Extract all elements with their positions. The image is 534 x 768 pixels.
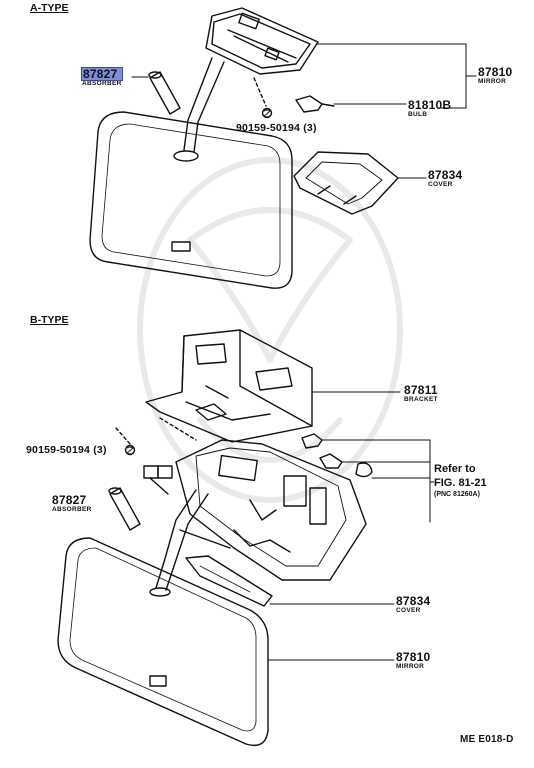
section-title-b-type: B-TYPE [30, 314, 69, 326]
b-refer-pnc: (PNC 81260A) [434, 491, 480, 498]
a-mirror-part-name: MIRROR [478, 78, 507, 85]
b-rearview-mirror [57, 537, 269, 747]
a-bulb-part [295, 95, 335, 113]
a-mirror-part-number[interactable]: 87810 [478, 65, 513, 79]
a-cover-part [293, 151, 399, 215]
a-cover-part-number[interactable]: 87834 [428, 168, 463, 182]
a-mirror-callout[interactable]: 87810 MIRROR [478, 66, 512, 86]
b-mirror-part-name: MIRROR [396, 663, 425, 670]
a-screw-part-number[interactable]: 90159-50194 (3) [236, 122, 317, 134]
b-absorber-part-name: ABSORBER [52, 506, 92, 513]
a-absorber-part [148, 71, 181, 115]
b-bulbs [301, 433, 373, 478]
b-bracket-part-number[interactable]: 87811 [404, 383, 438, 397]
a-cover-callout[interactable]: 87834 COVER [428, 169, 462, 189]
a-absorber-part-name: ABSORBER [82, 80, 122, 87]
a-bulb-part-number[interactable]: 81810B [408, 98, 452, 112]
b-bracket-part-name: BRACKET [404, 396, 438, 403]
b-mirror-stem [149, 489, 209, 597]
b-absorber-part-number[interactable]: 87827 [52, 493, 87, 507]
b-leader-lines [267, 391, 435, 661]
b-lamp-housing [175, 439, 367, 581]
a-screw-part [253, 77, 273, 119]
b-cover-part-number[interactable]: 87834 [396, 594, 431, 608]
b-refer-callout[interactable]: Refer to FIG. 81-21 (PNC 81260A) [434, 463, 487, 499]
b-cover-callout[interactable]: 87834 COVER [396, 595, 430, 615]
a-cover-part-name: COVER [428, 181, 453, 188]
b-bracket-callout[interactable]: 87811 BRACKET [404, 384, 438, 404]
b-absorber-callout[interactable]: 87827 ABSORBER [52, 494, 92, 514]
a-absorber-part-number[interactable]: 87827 [81, 67, 123, 81]
b-connector-part [143, 465, 173, 495]
b-refer-figure-link[interactable]: FIG. 81-21 [434, 477, 487, 489]
section-title-a-type: A-TYPE [30, 2, 69, 14]
b-screw-part [115, 417, 197, 456]
a-bulb-callout[interactable]: 81810B BULB [408, 99, 451, 119]
b-absorber-part [108, 487, 141, 531]
a-mirror-stem [173, 57, 225, 162]
b-refer-line1: Refer to [434, 463, 476, 475]
a-mirror-base-plate [205, 7, 319, 75]
diagram-code: ME E018-D [460, 734, 514, 745]
b-mirror-part-number[interactable]: 87810 [396, 650, 431, 664]
a-leader-lines [131, 43, 477, 179]
a-bulb-part-name: BULB [408, 111, 428, 118]
watermark-emblem [137, 157, 403, 503]
b-cover-part [185, 555, 273, 607]
b-cover-part-name: COVER [396, 607, 421, 614]
a-absorber-callout[interactable]: 87827 ABSORBER [81, 67, 123, 88]
b-screw-part-number[interactable]: 90159-50194 (3) [26, 444, 107, 456]
b-mirror-callout[interactable]: 87810 MIRROR [396, 651, 430, 671]
b-bracket-part [145, 329, 313, 443]
a-rearview-mirror [89, 111, 293, 289]
